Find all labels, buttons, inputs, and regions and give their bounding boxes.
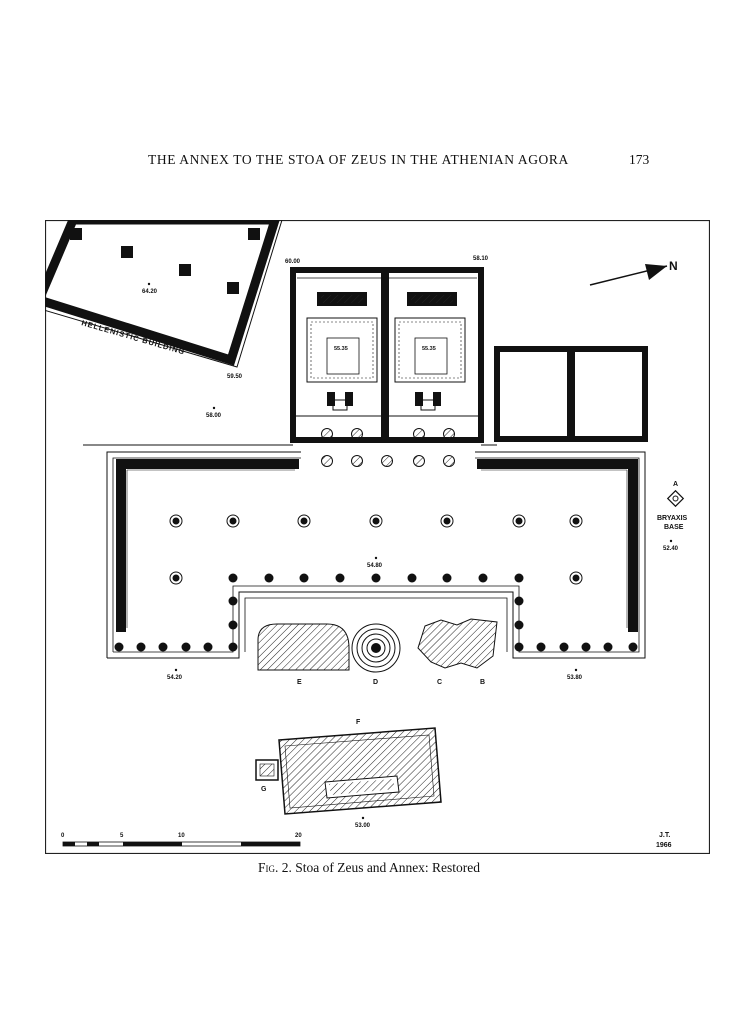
running-head: THE ANNEX TO THE STOA OF ZEUS IN THE ATH…	[0, 148, 738, 172]
elevation-point	[374, 556, 378, 560]
bryaxis-base-marker	[666, 489, 685, 508]
bryaxis-label-2: BASE	[664, 524, 684, 531]
scale-5: 5	[120, 833, 124, 839]
elevation-5240: 52.40	[663, 546, 679, 552]
letter-f: F	[356, 719, 361, 726]
interior-columns	[169, 514, 583, 585]
elevation-5535-left: 55.35	[334, 346, 348, 352]
monuments	[257, 618, 498, 673]
letter-b: B	[480, 679, 485, 686]
bryaxis-label-1: BRYAXIS	[657, 515, 688, 522]
letter-e: E	[297, 679, 302, 686]
letter-g: G	[261, 786, 267, 793]
scale-0: 0	[61, 833, 65, 839]
elevation-point	[669, 539, 673, 543]
bryaxis-base-center	[672, 495, 679, 502]
elevation-5950: 59.50	[227, 374, 243, 380]
elevation-6420: 64.20	[142, 289, 158, 295]
outer-colonnade	[114, 573, 638, 652]
elevation-5380: 53.80	[567, 675, 583, 681]
letter-c: C	[437, 679, 442, 686]
caption-text: Stoa of Zeus and Annex: Restored	[295, 860, 481, 875]
figure-caption: Fig. 2. Stoa of Zeus and Annex: Restored	[0, 860, 738, 876]
page-number: 173	[629, 152, 650, 167]
elevation-5800: 58.00	[206, 413, 222, 419]
elevation-point	[147, 282, 151, 286]
elevation-5810: 58.10	[473, 256, 489, 262]
annex-rooms	[290, 267, 484, 443]
scale-bar	[62, 841, 301, 847]
hellenistic-building	[45, 220, 283, 368]
signature-year: 1966	[656, 842, 672, 849]
altar-f	[278, 727, 442, 815]
elevation-point	[212, 406, 216, 410]
scale-20: 20	[295, 833, 302, 839]
altar-g	[255, 759, 279, 781]
plan-figure: HELLENISTIC BUILDING 64.20 59.50 58.00 N	[45, 220, 710, 854]
stoa-plan-drawing: HELLENISTIC BUILDING 64.20 59.50 58.00 N	[45, 220, 710, 854]
elevation-point	[361, 816, 365, 820]
letter-d: D	[373, 679, 378, 686]
facade-columns	[321, 455, 455, 467]
north-label: N	[669, 259, 678, 273]
letter-a: A	[673, 481, 678, 488]
running-title: THE ANNEX TO THE STOA OF ZEUS IN THE ATH…	[148, 152, 569, 167]
figure-frame	[45, 220, 710, 854]
figure-label: Fig. 2.	[257, 860, 292, 875]
elevation-5420: 54.20	[167, 675, 183, 681]
elevation-5480: 54.80	[367, 563, 383, 569]
elevation-point	[574, 668, 578, 672]
north-arrow	[589, 264, 668, 286]
stoa-of-zeus	[106, 451, 646, 659]
side-rooms	[494, 346, 648, 442]
elevation-6000: 60.00	[285, 259, 301, 265]
scale-10: 10	[178, 833, 185, 839]
elevation-point	[174, 668, 178, 672]
elevation-5300: 53.00	[355, 823, 371, 829]
elevation-5535-right: 55.35	[422, 346, 436, 352]
signature-initials: J.T.	[659, 832, 670, 839]
